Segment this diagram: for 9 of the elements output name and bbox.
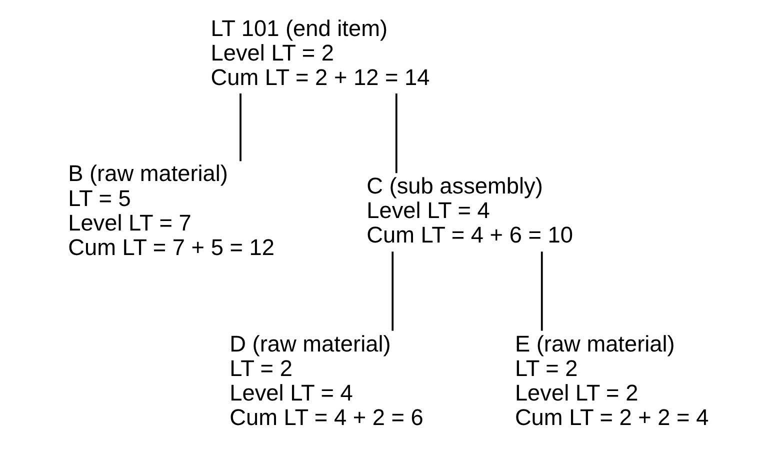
node-text: D (raw material) LT = 2 Level LT = 4 Cum LT = 4 + 2 = 6 xyxy=(230,330,424,430)
connector xyxy=(240,93,242,162)
node-text: LT 101 (end item) Level LT = 2 Cum LT = 2 + 12 = 14 xyxy=(210,14,430,90)
connector xyxy=(395,93,398,174)
connector xyxy=(392,252,394,331)
connector xyxy=(540,252,543,331)
node-text: E (raw material) LT = 2 Level LT = 2 Cum LT = 2 + 2 = 4 xyxy=(514,330,709,430)
node-text: B (raw material) LT = 5 Level LT = 7 Cum LT = 7 + 5 = 12 xyxy=(68,160,274,260)
node-text: C (sub assembly) Level LT = 4 Cum LT = 4 + 6 = 10 xyxy=(366,172,573,248)
